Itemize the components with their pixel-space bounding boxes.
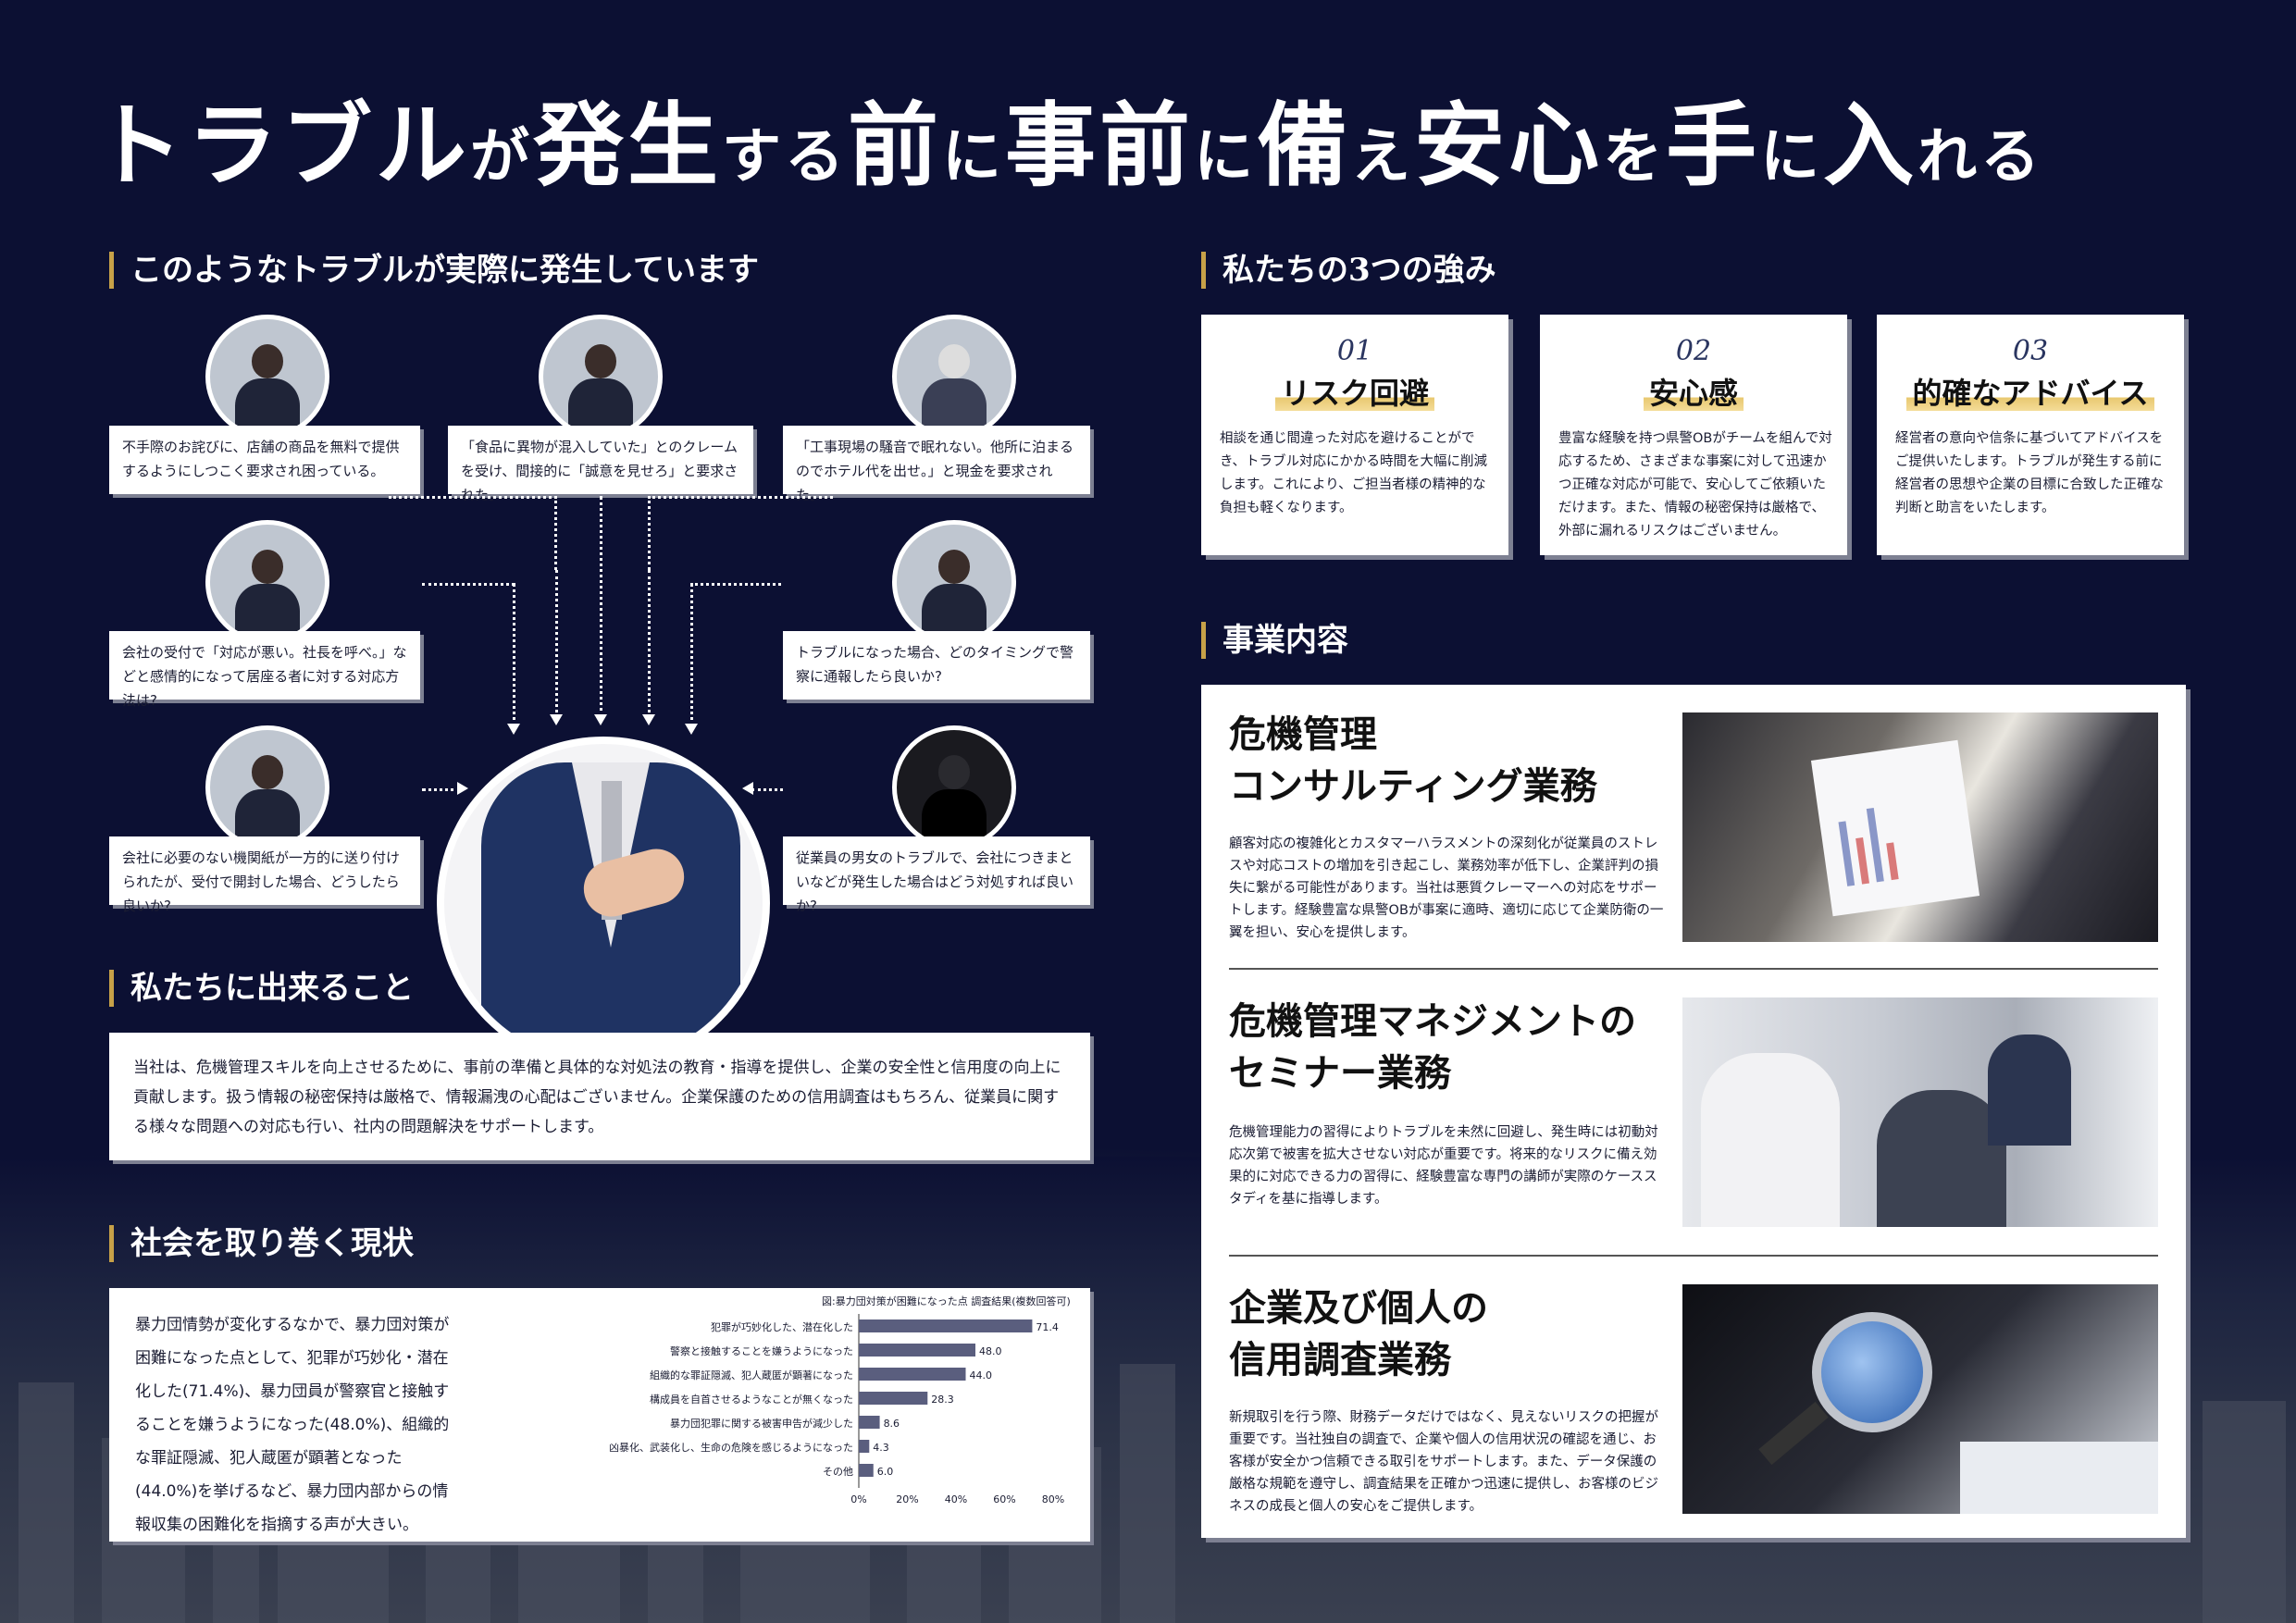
business-heading: 事業内容 [1201, 622, 1348, 659]
trouble-photo-4 [205, 520, 329, 644]
troubles-heading: このようなトラブルが実際に発生しています [109, 252, 759, 289]
business-title-2: 危機管理マネジメントのセミナー業務 [1229, 999, 1636, 1095]
capability-heading: 私たちに出来ること [109, 970, 414, 1007]
bar [859, 1392, 928, 1405]
business-text-1: 顧客対応の複雑化とカスタマーハラスメントの深刻化が従業員のストレスや対応コストの… [1229, 836, 1664, 940]
strength-text: 豊富な経験を持つ県警OBがチームを組んで対応するため、さまざまな事案に対して迅速… [1558, 431, 1832, 539]
category-label: 組織的な罪証隠滅、犯人蔵匿が顕著になった [650, 1369, 853, 1381]
bar [859, 1368, 966, 1381]
trouble-card-1: 不手際のお詫びに、店舗の商品を無料で提供するようにしつこく要求され困っている。 [109, 426, 420, 494]
strength-title: 安心感 [1643, 376, 1744, 411]
category-label: 警察と接触することを嫌うようになった [670, 1344, 853, 1357]
bar-chart: 図:暴力団対策が困難になった点 調査結果(複数回答可) 犯罪が巧妙化した、潜在化… [609, 1295, 1071, 1505]
value-label: 8.6 [884, 1418, 900, 1430]
business-box: 危機管理コンサルティング業務 顧客対応の複雑化とカスタマーハラスメントの深刻化が… [1201, 685, 2186, 1538]
society-text: 暴力団情勢が変化するなかで、暴力団対策が困難になった点として、犯罪が巧妙化・潜在… [135, 1316, 450, 1534]
value-label: 44.0 [970, 1369, 993, 1381]
category-label: 暴力団犯罪に関する被害申告が減少した [670, 1417, 853, 1430]
trouble-card-6: 会社に必要のない機関紙が一方的に送り付けられたが、受付で開封した場合、どうしたら… [109, 836, 420, 914]
trouble-card-4: 会社の受付で「対応が悪い。社長を呼べ。」などと感情的になって居座る者に対する対応… [109, 631, 420, 709]
trouble-card-3: 「工事現場の騒音で眠れない。他所に泊まるのでホテル代を出せ。」と現金を要求された… [783, 426, 1090, 503]
strength-card-2: 02 安心感 豊富な経験を持つ県警OBがチームを組んで対応するため、さまざまな事… [1540, 315, 1847, 555]
capability-box: 当社は、危機管理スキルを向上させるために、事前の準備と具体的な対処法の教育・指導… [109, 1033, 1090, 1160]
trouble-photo-7 [892, 725, 1016, 849]
category-label: 犯罪が巧妙化した、潜在化した [711, 1320, 853, 1333]
value-label: 71.4 [1036, 1321, 1059, 1333]
trouble-card-5: トラブルになった場合、どのタイミングで警察に通報したら良いか? [783, 631, 1090, 700]
trouble-photo-1 [205, 315, 329, 439]
strength-text: 経営者の意向や信条に基づいてアドバイスをご提供いたします。トラブルが発生する前に… [1895, 431, 2164, 515]
bar [859, 1319, 1033, 1332]
value-label: 4.3 [873, 1442, 889, 1454]
divider [1229, 1255, 2158, 1257]
value-label: 48.0 [979, 1345, 1002, 1357]
businessman-photo [437, 737, 770, 1070]
strength-text: 相談を通じ間違った対応を避けることができ、トラブル対応にかかる時間を大幅に削減し… [1220, 431, 1487, 515]
trouble-card-7: 従業員の男女のトラブルで、会社につきまといなどが発生した場合はどう対処すれば良い… [783, 836, 1090, 914]
strength-number: 02 [1675, 335, 1712, 367]
strength-card-3: 03 的確なアドバイス 経営者の意向や信条に基づいてアドバイスをご提供いたします… [1877, 315, 2184, 555]
society-box: 暴力団情勢が変化するなかで、暴力団対策が困難になった点として、犯罪が巧妙化・潜在… [109, 1288, 1090, 1542]
business-title-3: 企業及び個人の信用調査業務 [1229, 1286, 1488, 1381]
strength-number: 01 [1336, 335, 1373, 367]
seminar-photo [1682, 997, 2158, 1227]
trouble-photo-6 [205, 725, 329, 849]
strength-title: リスク回避 [1274, 376, 1434, 411]
x-tick-label: 0% [850, 1493, 866, 1505]
strength-number: 03 [2012, 335, 2049, 367]
main-title: トラブルが発生する前に事前に備え安心を手に入れる [93, 93, 2044, 199]
chart-title: 図:暴力団対策が困難になった点 調査結果(複数回答可) [822, 1295, 1071, 1307]
society-heading: 社会を取り巻く現状 [109, 1225, 414, 1262]
investigation-photo [1682, 1284, 2158, 1514]
category-label: その他 [823, 1466, 853, 1478]
category-label: 凶暴化、武装化し、生命の危険を感じるようになった [609, 1441, 853, 1454]
trouble-photo-2 [539, 315, 663, 439]
strength-card-1: 01 リスク回避 相談を通じ間違った対応を避けることができ、トラブル対応にかかる… [1201, 315, 1508, 555]
consulting-photo [1682, 712, 2158, 942]
value-label: 6.0 [877, 1466, 894, 1478]
strengths-heading: 私たちの3つの強み [1201, 252, 1496, 289]
divider [1229, 968, 2158, 970]
trouble-photo-5 [892, 520, 1016, 644]
trouble-photo-3 [892, 315, 1016, 439]
x-tick-label: 20% [896, 1493, 918, 1505]
business-text-3: 新規取引を行う際、財務データだけではなく、見えないリスクの把握が重要です。当社独… [1229, 1410, 1658, 1514]
bar [859, 1344, 975, 1357]
category-label: 構成員を自首させるようなことが無くなった [650, 1393, 853, 1406]
strength-title: 的確なアドバイス [1906, 376, 2154, 411]
bar [859, 1416, 880, 1429]
capability-text: 当社は、危機管理スキルを向上させるために、事前の準備と具体的な対処法の教育・指導… [133, 1059, 1061, 1136]
trouble-card-2: 「食品に異物が混入していた」とのクレームを受け、間接的に「誠意を見せろ」と要求さ… [448, 426, 753, 503]
business-title-1: 危機管理コンサルティング業務 [1229, 712, 1597, 808]
bar [859, 1464, 874, 1477]
bar [859, 1440, 870, 1453]
x-tick-label: 80% [1042, 1493, 1064, 1505]
x-tick-label: 60% [993, 1493, 1015, 1505]
x-tick-label: 40% [945, 1493, 967, 1505]
business-text-2: 危機管理能力の習得によりトラブルを未然に回避し、発生時には初動対応次第で被害を拡… [1229, 1125, 1658, 1207]
value-label: 28.3 [931, 1394, 954, 1406]
